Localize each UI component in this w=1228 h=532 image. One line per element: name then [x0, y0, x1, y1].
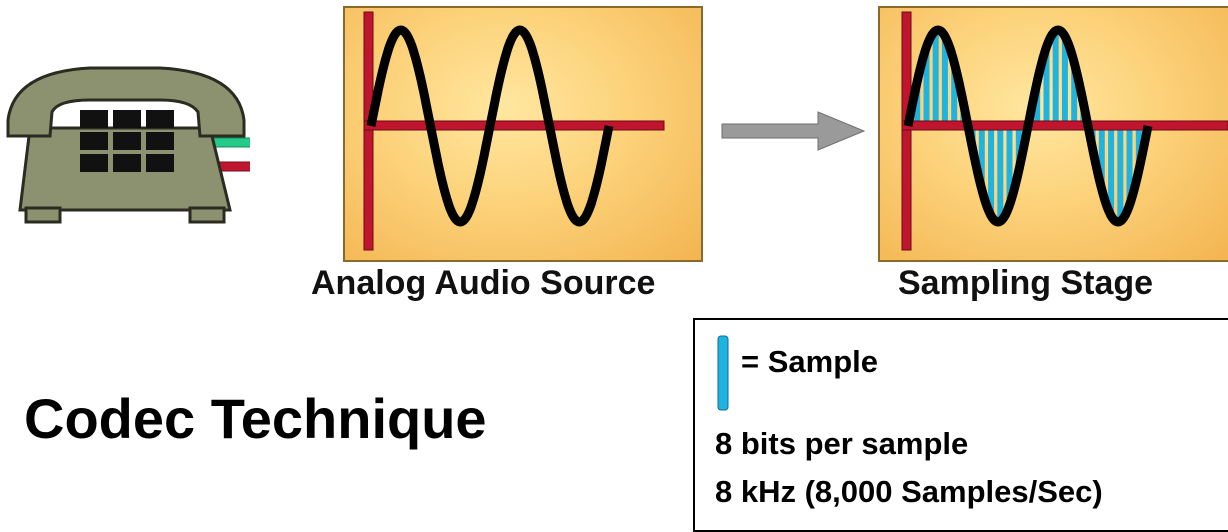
sample-bar	[988, 126, 995, 216]
sample-bar	[932, 30, 939, 127]
sample-bar	[1015, 126, 1022, 171]
sample-bar	[1108, 126, 1115, 216]
right-arrow-icon	[721, 111, 866, 151]
sample-bar-icon	[717, 335, 729, 411]
sample-bar	[1098, 126, 1105, 190]
sample-bar	[1043, 47, 1050, 126]
legend-rate-text: 8 kHz (8,000 Samples/Sec)	[715, 474, 1103, 509]
sampling-stage-caption: Sampling Stage	[898, 264, 1154, 302]
sampled-waveform-graphic	[901, 11, 1228, 251]
sample-bar	[1052, 30, 1059, 127]
sample-bar	[978, 126, 985, 190]
sample-bar	[951, 62, 958, 126]
sample-bar	[997, 126, 1004, 222]
analog-source-caption: Analog Audio Source	[311, 264, 656, 302]
sample-bar	[1117, 126, 1124, 222]
sample-bar	[1061, 36, 1068, 127]
analog-waveform-graphic	[363, 11, 665, 251]
sample-bar	[1034, 81, 1041, 126]
sample-bar	[1006, 126, 1013, 205]
sample-bar	[941, 36, 948, 127]
sample-bar	[923, 47, 930, 126]
sample-bar	[1135, 126, 1142, 171]
sample-bar	[1126, 126, 1133, 205]
sample-bar	[1071, 62, 1078, 126]
telephone-icon	[6, 66, 250, 224]
legend-bits-text: 8 bits per sample	[715, 426, 969, 461]
analog-source-panel	[343, 6, 703, 262]
sample-bar	[914, 81, 921, 126]
legend-box: = Sample 8 bits per sample 8 kHz (8,000 …	[693, 318, 1228, 532]
diagram-title: Codec Technique	[24, 387, 487, 450]
legend-sample-label: = Sample	[741, 344, 878, 379]
